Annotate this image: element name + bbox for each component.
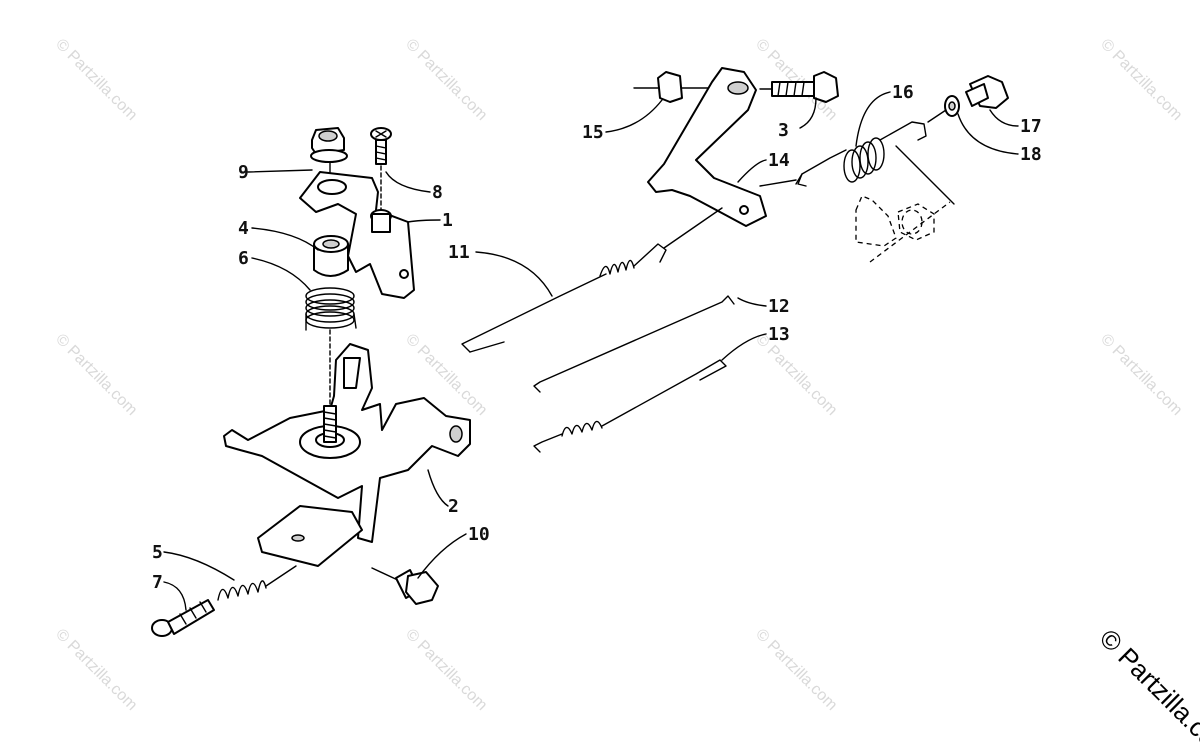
callout-7: 7: [152, 572, 163, 593]
watermark-text: © Partzilla.com: [52, 36, 140, 124]
part-13-rod-spring: [533, 359, 727, 453]
part-15-nut: [633, 71, 713, 103]
part-4-bushing: [313, 235, 349, 277]
callout-6: 6: [238, 248, 249, 269]
watermark-text: © Partzilla.com: [52, 331, 140, 419]
callout-10: 10: [468, 524, 490, 545]
part-10-bolt: [395, 569, 439, 605]
watermark-text: © Partzilla.com: [1097, 331, 1185, 419]
assembly-line: [759, 179, 797, 187]
part-14-lever: [647, 67, 767, 227]
callout-13: 13: [768, 324, 790, 345]
callout-2: 2: [448, 496, 459, 517]
watermark-text: © Partzilla.com: [752, 626, 840, 714]
assembly-line: [265, 565, 297, 587]
part-11-rod-spring: [461, 207, 723, 353]
callout-12: 12: [768, 296, 790, 317]
callout-15: 15: [582, 122, 604, 143]
callout-16: 16: [892, 82, 914, 103]
part-2-mount-bracket: [223, 343, 471, 567]
part-3-bolt: [759, 71, 839, 103]
watermark-layer: © Partzilla.com © Partzilla.com © Partzi…: [52, 36, 1200, 750]
watermark-text: © Partzilla.com: [1097, 36, 1185, 124]
watermark-text: © Partzilla.com: [402, 626, 490, 714]
callout-5: 5: [152, 542, 163, 563]
part-7-screw: [151, 599, 215, 637]
part-9-flange-nut: [310, 127, 348, 163]
leader-lines: [163, 91, 1019, 611]
callout-1: 1: [442, 210, 453, 231]
reference-part-dashed: [855, 145, 955, 263]
callout-18: 18: [1020, 144, 1042, 165]
part-5-spring: [217, 580, 267, 601]
part-17-bolt: [927, 75, 1009, 123]
part-1-bracket: [299, 171, 415, 299]
watermark-text: © Partzilla.com: [52, 626, 140, 714]
callout-14: 14: [768, 150, 790, 171]
threaded-stud: [323, 405, 337, 443]
part-6-torsion-spring: [305, 287, 357, 331]
callout-17: 17: [1020, 116, 1042, 137]
callout-11: 11: [448, 242, 470, 263]
part-18-washer: [944, 95, 960, 117]
callout-labels: 9 8 1 4 6 2 10 5 7 11 12 13 15 3 14 16 1…: [152, 82, 1042, 593]
watermark-main-text: © Partzilla.com: [1094, 623, 1200, 750]
callout-8: 8: [432, 182, 443, 203]
watermark-text: © Partzilla.com: [402, 36, 490, 124]
part-12-rod: [533, 295, 735, 393]
callout-9: 9: [238, 162, 249, 183]
watermark-text: © Partzilla.com: [752, 331, 840, 419]
part-8-screw: [370, 127, 392, 165]
part-16-spring: [795, 121, 927, 187]
callout-4: 4: [238, 218, 249, 239]
callout-3: 3: [778, 120, 789, 141]
